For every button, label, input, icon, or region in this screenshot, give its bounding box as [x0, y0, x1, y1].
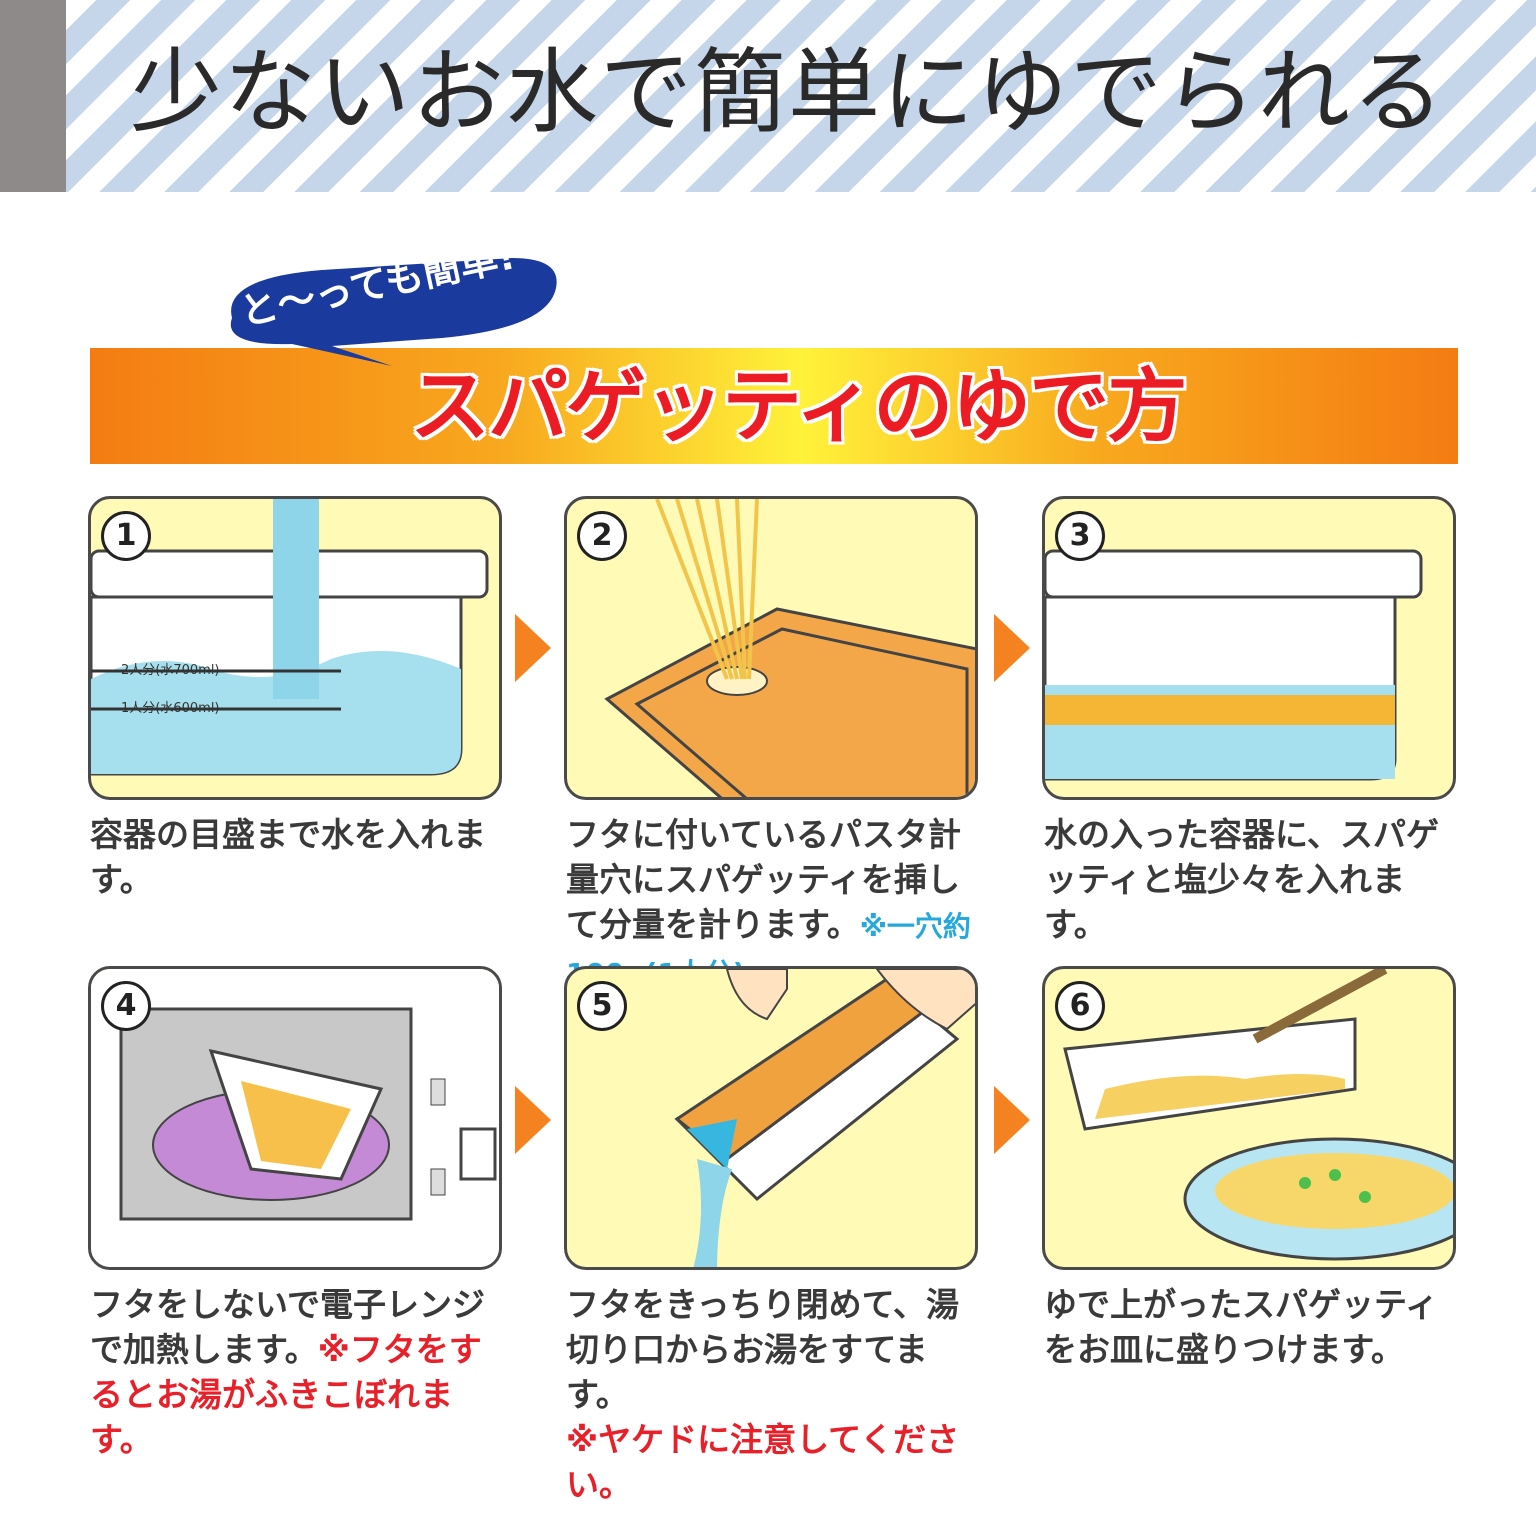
step-number: 2: [577, 511, 627, 561]
container-pasta-illustration: [1045, 549, 1423, 781]
step-1-caption: 容器の目盛まで水を入れます。: [90, 815, 486, 899]
step-4-panel: 4: [88, 966, 502, 1270]
step-3-caption: 水の入った容器に、スパゲッティと塩少々を入れます。: [1044, 815, 1440, 944]
arrow-right-icon: [994, 1086, 1030, 1154]
arrow-right-icon: [515, 614, 551, 682]
step-4-note: ※フタをするとお湯がふきこぼれます。: [90, 1330, 482, 1459]
step-6-panel: 6: [1042, 966, 1456, 1270]
step-5-panel: 5: [564, 966, 978, 1270]
step-5-caption: フタをきっちり閉めて、湯切り口からお湯をすてます。※ヤケドに注意してください。: [566, 1282, 986, 1507]
step-2-text: フタに付いているパスタ計量穴にスパゲッティを挿して分量を計ります。: [566, 815, 962, 944]
container-water-illustration: [91, 499, 489, 776]
step-5-note: ※ヤケドに注意してください。: [566, 1420, 960, 1504]
drain-water-illustration: [674, 969, 975, 1267]
step-3-panel: 3: [1042, 496, 1456, 800]
step-4-text: フタをしないで電子レンジで加熱します。: [90, 1285, 486, 1369]
serve-pasta-illustration: [1063, 969, 1453, 1261]
step-number: 6: [1055, 981, 1105, 1031]
arrow-right-icon: [515, 1086, 551, 1154]
step-number: 4: [101, 981, 151, 1031]
top-header: 少ないお水で簡単にゆでられる: [0, 0, 1536, 192]
speech-bubble-icon: [230, 258, 557, 366]
step-1-panel: 1 2人分(水700ml) 1人分(水600ml): [88, 496, 502, 800]
scale-label-1: 1人分(水600ml): [121, 701, 220, 716]
step-4-caption: フタをしないで電子レンジで加熱します。※フタをするとお湯がふきこぼれます。: [90, 1282, 510, 1462]
step-number: 3: [1055, 511, 1105, 561]
header-side-bar: [0, 0, 66, 192]
arrow-right-icon: [994, 614, 1030, 682]
banner-title: スパゲッティのゆで方: [410, 360, 1187, 453]
scale-label-2: 2人分(水700ml): [121, 663, 220, 678]
lid-pasta-illustration: [604, 499, 975, 797]
step-number: 5: [577, 981, 627, 1031]
step-number: 1: [101, 511, 151, 561]
step-5-text: フタをきっちり閉めて、湯切り口からお湯をすてます。: [566, 1285, 960, 1414]
step-2-panel: 2: [564, 496, 978, 800]
page-title: 少ないお水で簡単にゆでられる: [130, 39, 1447, 146]
step-6-caption: ゆで上がったスパゲッティをお皿に盛りつけます。: [1044, 1285, 1439, 1369]
microwave-illustration: [91, 969, 499, 1267]
orange-banner: [90, 348, 1458, 464]
